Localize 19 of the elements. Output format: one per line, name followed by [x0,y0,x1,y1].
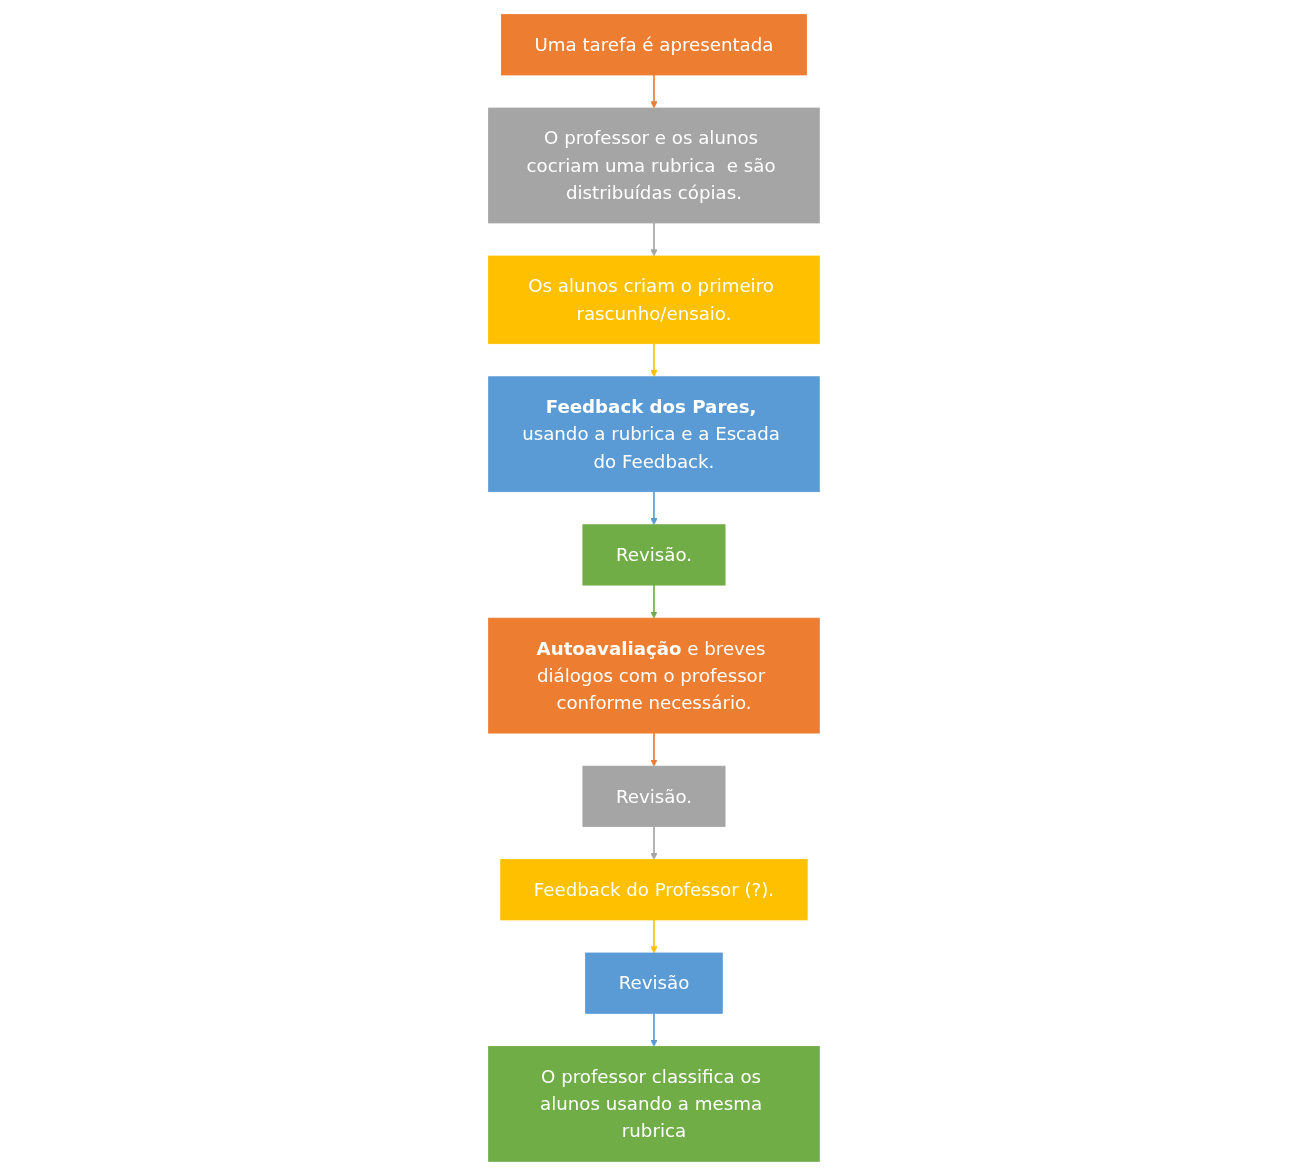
node-box: Feedback dos Pares, usando a rubrica e a Escada do Feedback. [487,376,820,493]
node-box: O professor e os alunos cocriam uma rubrica e são distribuídas cópias. [487,107,820,224]
arrow [649,919,658,954]
arrow [649,74,658,109]
arrow [649,825,658,860]
node-box: O professor classifica os alunos usando a mesma rubrica [487,1046,820,1162]
arrow [649,584,658,619]
node-box: Uma tarefa é apresentada [500,14,807,76]
node-box: Os alunos criam o primeiro rascunho/ensaio. [487,255,820,345]
arrow [649,1012,658,1047]
arrow [649,222,658,257]
node-box: Revisão [584,952,723,1014]
node-box: Revisão. [582,524,725,586]
arrow [649,490,658,526]
arrow [649,342,658,378]
node-box: Autoavaliação e breves diálogos com o professor conforme necessário. [487,617,820,734]
arrow [649,732,658,767]
node-box: Feedback do Professor (?). [499,859,808,921]
node-box: Revisão. [582,765,725,827]
